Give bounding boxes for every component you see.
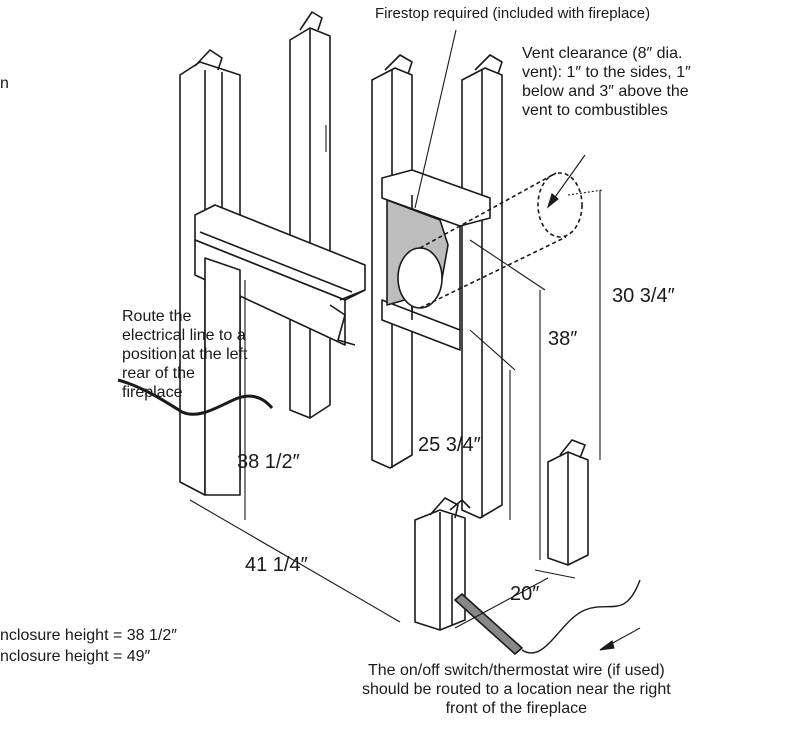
vent-clearance-label: Vent clearance (8″ dia. vent): 1″ to the… (522, 45, 691, 119)
switch-wire-conduit (454, 593, 523, 655)
enclosure-height-line-2: nclosure height = 49″ (0, 648, 151, 665)
cripple-stud-left (204, 257, 241, 496)
thermostat-wire (521, 579, 641, 654)
stud-back-left (289, 11, 331, 419)
firestop-label: Firestop required (included with firepla… (375, 5, 651, 22)
electrical-route-label: Route the electrical line to a position … (122, 308, 248, 401)
dim-41-25-label: 41 1/4″ (245, 554, 308, 576)
switch-wire-label: The on/off switch/thermostat wire (if us… (362, 662, 671, 717)
dim-20-label: 20″ (510, 583, 540, 605)
front-short-stud (414, 497, 471, 631)
stud-center-right (461, 54, 503, 519)
enclosure-height-line-1: nclosure height = 38 1/2″ (0, 627, 177, 644)
dim-41-25-line (189, 499, 401, 623)
electrical-cable (117, 378, 274, 416)
vent-pipe (397, 172, 583, 309)
dim-25-75-label: 25 3/4″ (418, 434, 481, 456)
vent-arrowhead (546, 193, 559, 209)
dim-38-label: 38″ (548, 328, 578, 350)
dim-30-75-label: 30 3/4″ (612, 285, 675, 307)
firestop-leader (414, 29, 457, 209)
switch-arrowhead (599, 640, 615, 651)
short-stud-right (547, 439, 589, 566)
cut-letter: n (0, 75, 9, 92)
header-beam (194, 204, 366, 346)
dim-20-line (454, 577, 549, 629)
dim-38-5-label: 38 1/2″ (237, 451, 300, 473)
